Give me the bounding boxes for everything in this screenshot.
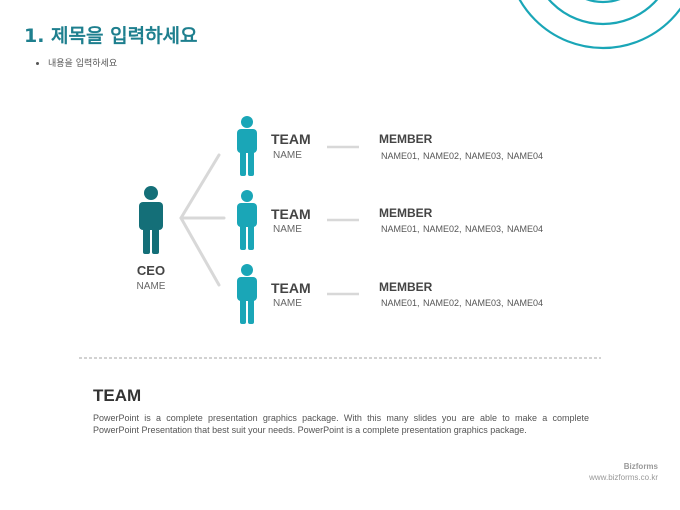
team-figure-1 (237, 116, 257, 176)
ceo-person-icon-body (139, 202, 163, 230)
ceo-person-icon-head (144, 186, 158, 200)
ceo-name: NAME (136, 281, 166, 292)
team-figure-3 (237, 264, 257, 324)
bullet-item: 내용을 입력하세요 (36, 56, 117, 69)
team-2-name: NAME (273, 224, 302, 235)
team-3-name: NAME (273, 298, 302, 309)
ceo-label: CEO (136, 263, 166, 278)
team-1-member-title: MEMBER (379, 132, 433, 146)
bullet-text: 내용을 입력하세요 (48, 59, 118, 69)
ceo-figure (139, 186, 163, 254)
team-3-member-title: MEMBER (379, 280, 433, 294)
team-3-member-names: NAME01, NAME02, NAME03, NAME04 (381, 298, 544, 308)
ring-outer (518, 0, 680, 50)
team-2-member-title: MEMBER (379, 206, 433, 220)
team-member-connectors (327, 145, 359, 296)
branch-line-top (179, 153, 221, 220)
team-figure-2 (237, 190, 257, 250)
team-1-title: TEAM (271, 131, 311, 147)
ceo-person-icon-leg-right (152, 226, 159, 254)
team-2-member-names: NAME01, NAME02, NAME03, NAME04 (381, 224, 544, 234)
footer-brand: Bizforms (623, 462, 658, 471)
ring-middle (547, 0, 659, 26)
bullet-dot-icon (36, 62, 39, 65)
slide-title: 1. 제목을 입력하세요 (24, 25, 198, 47)
footer-url: www.bizforms.co.kr (589, 473, 658, 482)
description-title: TEAM (93, 386, 142, 405)
decorative-rings (518, 0, 680, 50)
branch-line-bottom (179, 216, 221, 287)
team-1-member-names: NAME01, NAME02, NAME03, NAME04 (381, 151, 544, 161)
team-3-title: TEAM (271, 280, 311, 296)
branch-connector (179, 153, 226, 287)
ceo-person-icon-leg-left (143, 226, 150, 254)
description-body: PowerPoint is a complete presentation gr… (93, 413, 589, 435)
team-1-name: NAME (273, 150, 302, 161)
ring-inner (585, 0, 621, 4)
team-2-title: TEAM (271, 206, 311, 222)
